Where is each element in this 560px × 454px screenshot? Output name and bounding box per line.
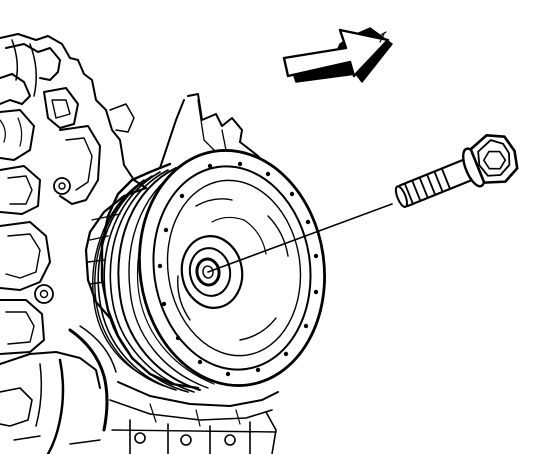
crankshaft-balancer-pulley bbox=[92, 149, 326, 393]
engine-block bbox=[0, 33, 148, 355]
oil-pan-area bbox=[0, 325, 279, 454]
direction-arrow-icon bbox=[282, 27, 393, 83]
bolt-icon bbox=[207, 133, 519, 273]
rim-hole-dots bbox=[157, 161, 319, 377]
